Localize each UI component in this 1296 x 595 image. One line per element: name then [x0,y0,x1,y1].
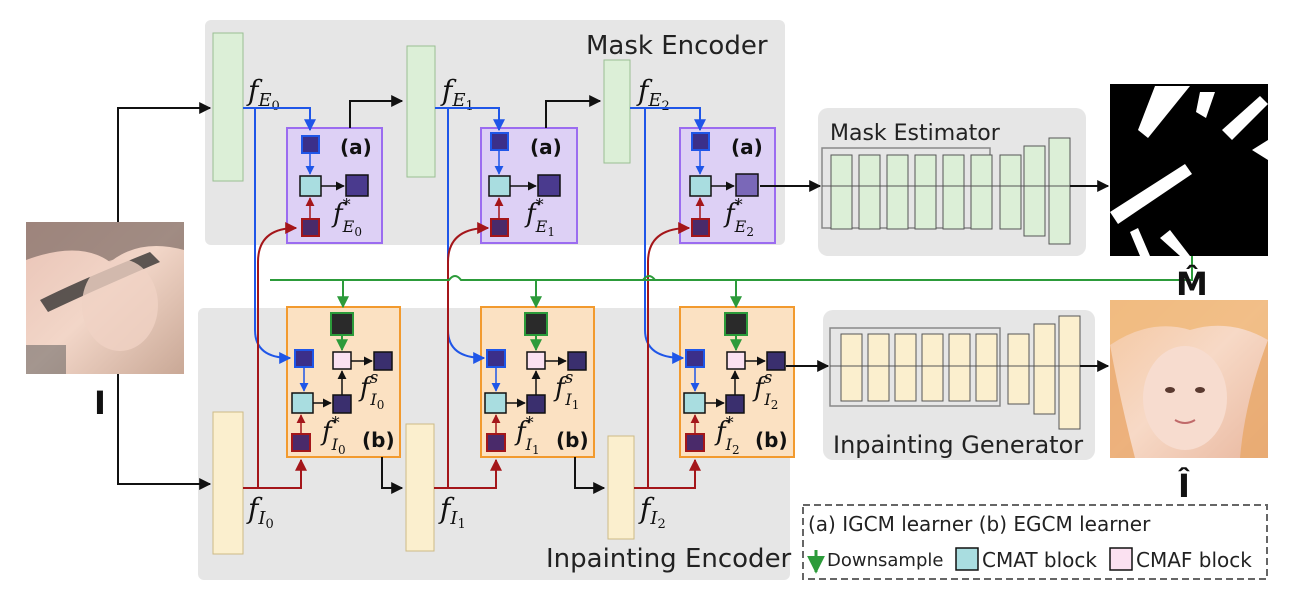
mask-chain-arrow-1 [349,95,404,128]
mask-output-label: M̂ [1176,265,1208,303]
input-image [26,222,184,374]
egcm-block-0 [286,306,401,458]
blue-arrow-0-down [254,108,292,364]
red-arrow-2-up [647,222,691,488]
inpainting-encoder-title: Inpainting Encoder [546,544,792,574]
input-label: I [94,384,106,422]
legend-line-1: (a) IGCM learner (b) EGCM learner [808,512,1151,536]
egcm-tag-2: (b) [755,428,788,452]
legend-cmat-label: CMAT block [982,548,1097,572]
igcm-block-1 [480,127,578,244]
output-image [1110,300,1268,458]
inpaint-chain-arrow-1 [381,457,404,494]
image-output-label: Î [1178,467,1190,505]
mask-encoder-feature-1 [406,45,436,178]
legend-downsample-label: Downsample [827,550,943,571]
mask-encoder-title: Mask Encoder [586,31,768,61]
mask-estimator-layers [830,137,1071,245]
blue-arrow-0-top [243,107,316,132]
legend-box [802,504,1268,580]
red-arrow-0-up [257,222,298,488]
igcm-tag-1: (a) [530,135,562,159]
inpainting-generator-layers [840,315,1081,430]
inpainting-encoder-feature-0 [212,411,244,555]
mask-encoder-feature-2 [603,59,631,164]
legend-cmat-swatch [955,547,979,571]
igcm-tag-0: (a) [340,135,372,159]
red-arrow-1-up [447,222,490,488]
inpainting-generator-group-frame [829,327,1001,407]
egcm-tag-1: (b) [556,428,589,452]
legend-cmaf-swatch [1109,547,1133,571]
mask-output-image [1110,84,1268,256]
inpainting-encoder-feature-1 [405,423,435,552]
egcm-block-1 [480,306,595,458]
input-to-inpainting-encoder-arrow [117,374,212,490]
red-arrow-0-bottom [243,458,307,489]
inpaint-chain-arrow-2 [574,457,606,494]
inpainting-encoder-feature-2 [607,435,635,540]
inpainting-generator-title: Inpainting Generator [833,431,1083,459]
igcm-block-2 [679,127,776,244]
igcm-block-0 [286,127,383,244]
egcm-block-2 [679,306,795,458]
mask-chain-arrow-2 [545,95,602,128]
mask-feedback-arrow [270,256,1193,281]
mask-feedback-hop-2 [642,275,656,281]
red-arrow-1-bottom [434,458,502,489]
mask-encoder-feature-0 [212,32,244,182]
input-to-mask-encoder-arrow [117,102,212,222]
mask-estimator-title: Mask Estimator [830,121,1001,146]
blue-arrow-2-down [644,108,685,364]
legend-cmaf-label: CMAF block [1136,548,1252,572]
blue-arrow-1-top [435,107,505,132]
red-arrow-2-bottom [634,458,701,489]
egcm-tag-0: (b) [362,428,395,452]
blue-arrow-2-top [630,107,706,132]
igcm-tag-2: (a) [731,135,763,159]
